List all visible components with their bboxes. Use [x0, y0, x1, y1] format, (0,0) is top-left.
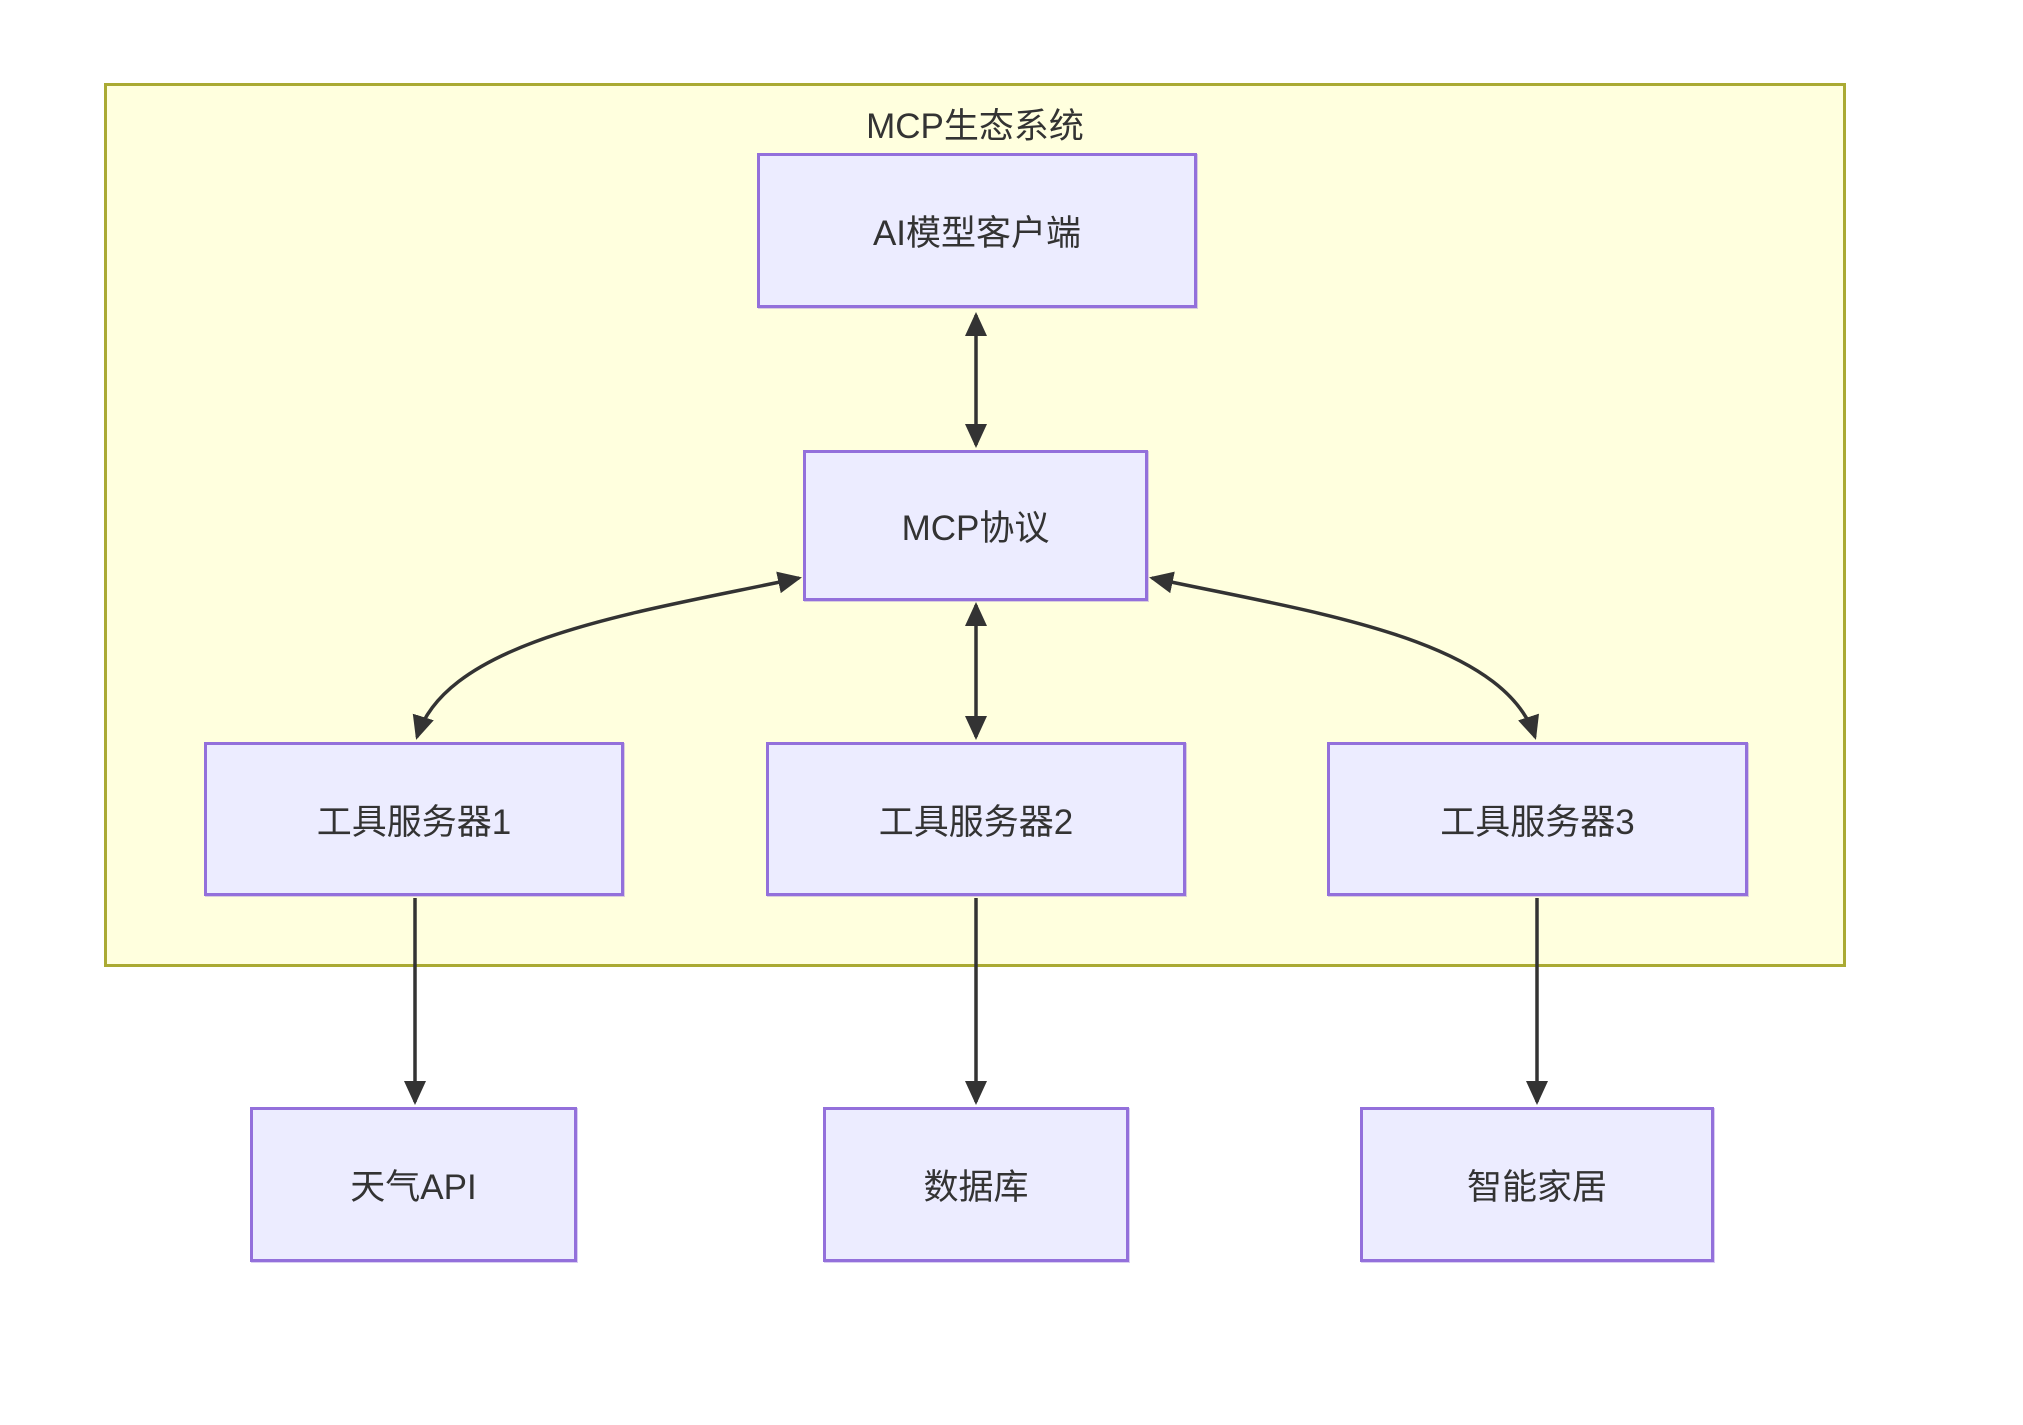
node-smart-home: 智能家居 — [1360, 1107, 1714, 1262]
node-database-label: 数据库 — [923, 1168, 1029, 1207]
node-weather-api-label: 天气API — [350, 1168, 477, 1207]
node-tool-server-1-label: 工具服务器1 — [316, 802, 512, 842]
node-ai-model-client-label: AI模型客户端 — [872, 214, 1082, 253]
node-tool-server-3: 工具服务器3 — [1327, 742, 1748, 896]
node-mcp-protocol: MCP协议 — [803, 450, 1148, 601]
node-tool-server-2-label: 工具服务器2 — [878, 802, 1074, 842]
node-mcp-protocol-label: MCP协议 — [901, 509, 1050, 548]
node-tool-server-2: 工具服务器2 — [766, 742, 1186, 896]
node-smart-home-label: 智能家居 — [1466, 1168, 1607, 1207]
node-tool-server-3-label: 工具服务器3 — [1440, 802, 1635, 842]
cluster-title: MCP生态系统 — [866, 107, 1084, 146]
node-weather-api: 天气API — [250, 1107, 577, 1262]
node-tool-server-1: 工具服务器1 — [204, 742, 624, 896]
node-ai-model-client: AI模型客户端 — [757, 153, 1197, 308]
node-database: 数据库 — [823, 1107, 1129, 1262]
